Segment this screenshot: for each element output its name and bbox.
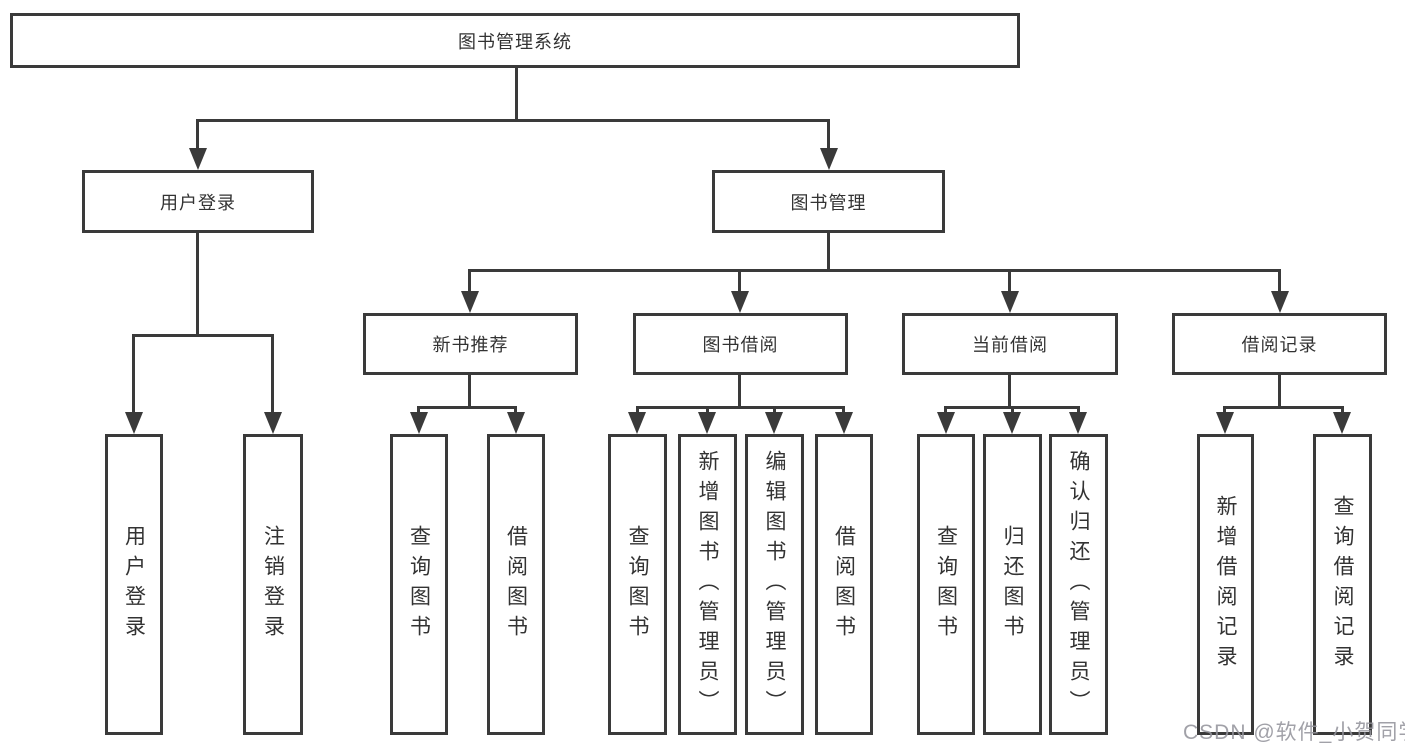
node-new-book-recommendation: 新书推荐 bbox=[363, 313, 578, 375]
connector-line bbox=[196, 231, 199, 337]
leaf-edit-book-admin: 编辑图书（管理员） bbox=[745, 434, 804, 735]
connector-line bbox=[827, 119, 830, 155]
node-label: 归还图书 bbox=[1001, 524, 1024, 645]
connector-line bbox=[196, 119, 830, 122]
node-label: 图书管理 bbox=[790, 192, 867, 213]
leaf-query-books: 查询图书 bbox=[390, 434, 448, 735]
arrow-down-icon bbox=[1069, 412, 1087, 434]
leaf-add-borrow-record: 新增借阅记录 bbox=[1197, 434, 1254, 735]
node-label: 查询图书 bbox=[407, 524, 431, 645]
connector-line bbox=[1223, 406, 1344, 409]
connector-line bbox=[132, 334, 274, 337]
connector-line bbox=[738, 269, 741, 297]
node-label: 图书管理系统 bbox=[458, 31, 572, 52]
connector-line bbox=[1278, 373, 1281, 409]
connector-line bbox=[271, 334, 274, 419]
connector-line bbox=[1008, 373, 1011, 409]
node-user-login: 用户登录 bbox=[82, 170, 314, 233]
leaf-query-books: 查询图书 bbox=[608, 434, 667, 735]
leaf-logout: 注销登录 bbox=[243, 434, 303, 735]
arrow-down-icon bbox=[937, 412, 955, 434]
arrow-down-icon bbox=[461, 291, 479, 313]
leaf-user-login: 用户登录 bbox=[105, 434, 163, 735]
arrow-down-icon bbox=[731, 291, 749, 313]
node-label: 新书推荐 bbox=[432, 335, 509, 355]
arrow-down-icon bbox=[507, 412, 525, 434]
arrow-down-icon bbox=[264, 412, 282, 434]
node-current-borrowing: 当前借阅 bbox=[902, 313, 1118, 375]
connector-line bbox=[468, 269, 1281, 272]
connector-line bbox=[468, 269, 471, 297]
arrow-down-icon bbox=[698, 412, 716, 434]
leaf-borrow-books: 借阅图书 bbox=[487, 434, 545, 735]
leaf-add-book-admin: 新增图书（管理员） bbox=[678, 434, 737, 735]
connector-line bbox=[738, 373, 741, 409]
node-label: 确认归还（管理员） bbox=[1067, 449, 1090, 720]
arrow-down-icon bbox=[125, 412, 143, 434]
arrow-down-icon bbox=[765, 412, 783, 434]
arrow-down-icon bbox=[1001, 291, 1019, 313]
node-root-library-system: 图书管理系统 bbox=[10, 13, 1020, 68]
connector-line bbox=[196, 119, 199, 155]
connector-line bbox=[1278, 269, 1281, 297]
node-label: 注销登录 bbox=[261, 524, 285, 645]
leaf-return-books: 归还图书 bbox=[983, 434, 1042, 735]
arrow-down-icon bbox=[1271, 291, 1289, 313]
arrow-down-icon bbox=[189, 148, 207, 170]
node-label: 借阅记录 bbox=[1241, 335, 1318, 355]
arrow-down-icon bbox=[628, 412, 646, 434]
node-label: 查询图书 bbox=[626, 524, 649, 645]
arrow-down-icon bbox=[820, 148, 838, 170]
leaf-query-books: 查询图书 bbox=[917, 434, 975, 735]
arrow-down-icon bbox=[410, 412, 428, 434]
connector-line bbox=[636, 406, 845, 409]
node-book-borrowing: 图书借阅 bbox=[633, 313, 848, 375]
node-label: 借阅图书 bbox=[504, 524, 528, 645]
node-label: 查询图书 bbox=[934, 524, 958, 645]
connector-line bbox=[515, 66, 518, 120]
node-label: 查询借阅记录 bbox=[1331, 494, 1354, 675]
leaf-confirm-return-admin: 确认归还（管理员） bbox=[1049, 434, 1108, 735]
node-label: 用户登录 bbox=[122, 524, 146, 645]
leaf-borrow-books: 借阅图书 bbox=[815, 434, 873, 735]
arrow-down-icon bbox=[1216, 412, 1234, 434]
connector-line bbox=[827, 231, 830, 272]
connector-line bbox=[132, 334, 135, 419]
node-borrowing-records: 借阅记录 bbox=[1172, 313, 1387, 375]
connector-line bbox=[1008, 269, 1011, 297]
node-label: 当前借阅 bbox=[972, 335, 1048, 355]
node-label: 用户登录 bbox=[160, 192, 236, 213]
node-book-management: 图书管理 bbox=[712, 170, 945, 233]
connector-line bbox=[468, 373, 471, 409]
node-label: 编辑图书（管理员） bbox=[763, 449, 786, 720]
arrow-down-icon bbox=[1333, 412, 1351, 434]
leaf-query-borrow-record: 查询借阅记录 bbox=[1313, 434, 1372, 735]
node-label: 新增图书（管理员） bbox=[696, 449, 719, 720]
connector-line bbox=[417, 406, 517, 409]
node-label: 新增借阅记录 bbox=[1214, 494, 1237, 675]
node-label: 图书借阅 bbox=[702, 335, 779, 355]
csdn-watermark: CSDN @软件_小贺同学 bbox=[1183, 721, 1405, 744]
arrow-down-icon bbox=[835, 412, 853, 434]
arrow-down-icon bbox=[1003, 412, 1021, 434]
node-label: 借阅图书 bbox=[832, 524, 856, 645]
